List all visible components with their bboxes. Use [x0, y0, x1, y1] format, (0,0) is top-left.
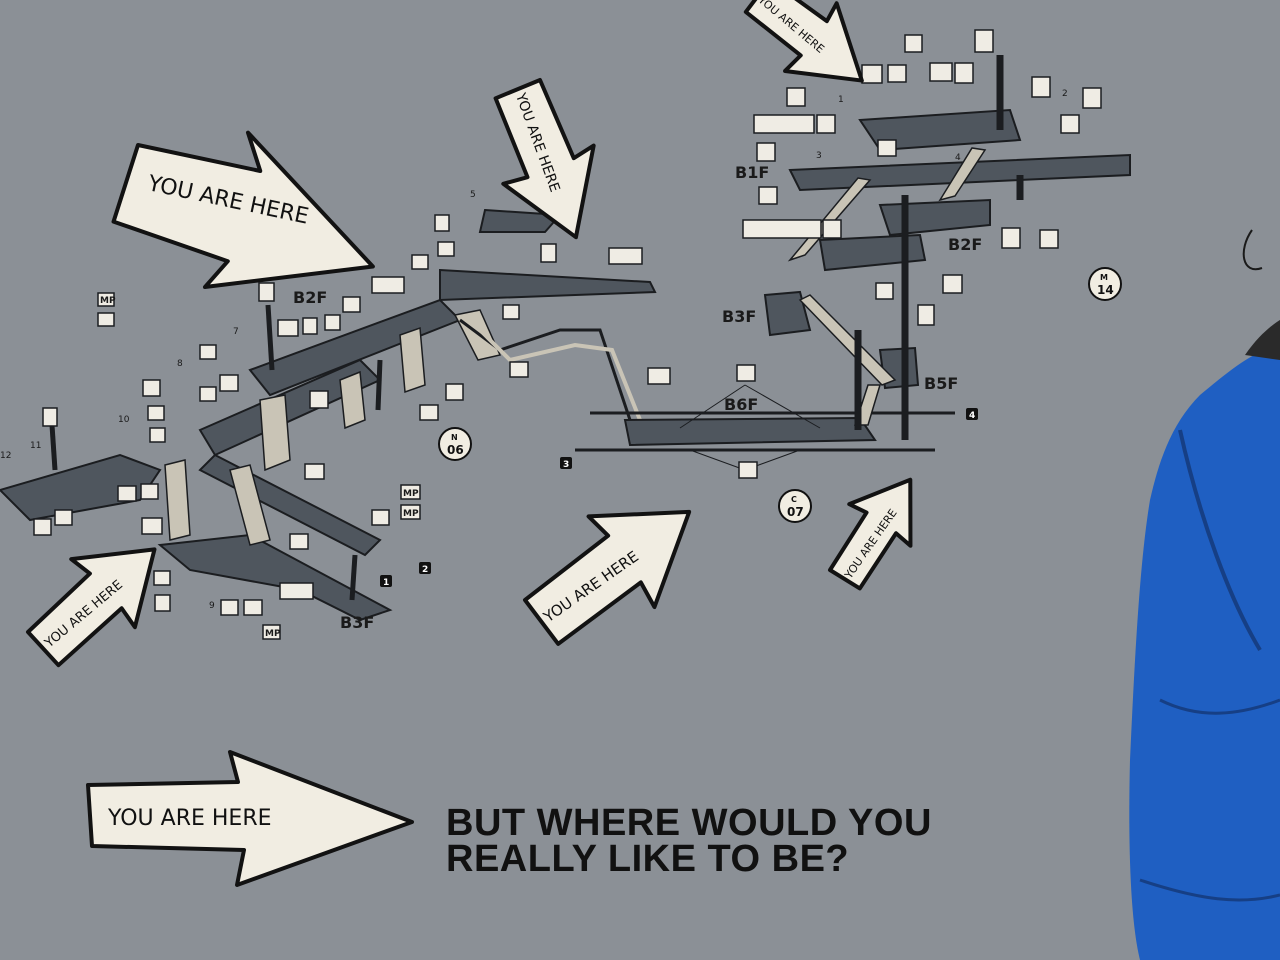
- exit-markers: 1 2 3 4: [380, 408, 978, 588]
- station-map-center: [575, 384, 955, 471]
- exit-number: 8: [177, 359, 183, 369]
- floor-label: B2F: [948, 235, 982, 254]
- station-line: N: [451, 433, 458, 442]
- caption-line-2: REALLY LIKE TO BE?: [446, 838, 850, 880]
- station-number: 07: [787, 505, 804, 519]
- floor-label: B3F: [722, 307, 756, 326]
- you-are-here-arrow: YOU ARE HERE: [86, 750, 414, 887]
- station-map-right: [763, 55, 1131, 440]
- floor-label: B5F: [924, 374, 958, 393]
- station-number: 14: [1097, 283, 1114, 297]
- floor-label: B2F: [293, 288, 327, 307]
- floor-label: B6F: [724, 395, 758, 414]
- floor-label: B3F: [340, 613, 374, 632]
- exit-numbers: 1 2 3 4 5 7 8 9 10 11 12: [0, 89, 1068, 611]
- exit-number: 11: [30, 441, 41, 451]
- exit-number: 7: [233, 327, 239, 337]
- you-are-here-arrow: YOU ARE HERE: [111, 130, 375, 290]
- sign-text: MP: [403, 489, 419, 499]
- station-code-badge: N 06: [438, 427, 472, 461]
- exit-marker: 1: [383, 578, 389, 588]
- exit-number: 2: [1062, 89, 1068, 99]
- exit-number: 4: [955, 153, 961, 163]
- exit-number: 5: [470, 190, 476, 200]
- exit-number: 10: [118, 415, 130, 425]
- exit-number: 3: [816, 151, 822, 161]
- station-line: C: [791, 495, 797, 504]
- sign-text: MP: [265, 629, 281, 639]
- arrow-label: YOU ARE HERE: [107, 806, 272, 831]
- station-code-badge: C 07: [778, 489, 812, 523]
- sign-text: MP: [403, 509, 419, 519]
- caption-question: BUT WHERE WOULD YOU REALLY LIKE TO BE?: [446, 802, 1046, 880]
- exit-number: 12: [0, 451, 11, 461]
- floor-label: B1F: [735, 163, 769, 182]
- sign-text: MP: [100, 296, 116, 306]
- station-code-badge: M 14: [1088, 267, 1122, 301]
- mp-signs: MP MP MP MP: [100, 296, 419, 639]
- person-blue-jacket: [1129, 229, 1280, 960]
- facility-pictograms: [33, 29, 1102, 640]
- exit-number: 1: [838, 95, 844, 105]
- exit-marker: 4: [969, 411, 975, 421]
- caption-line-1: BUT WHERE WOULD YOU: [446, 802, 932, 844]
- exit-marker: 3: [563, 460, 569, 470]
- station-number: 06: [447, 443, 464, 457]
- exit-marker: 2: [422, 565, 428, 575]
- station-line: M: [1100, 273, 1108, 282]
- exit-number: 9: [209, 601, 215, 611]
- you-are-here-arrow: YOU ARE HERE: [743, 0, 864, 83]
